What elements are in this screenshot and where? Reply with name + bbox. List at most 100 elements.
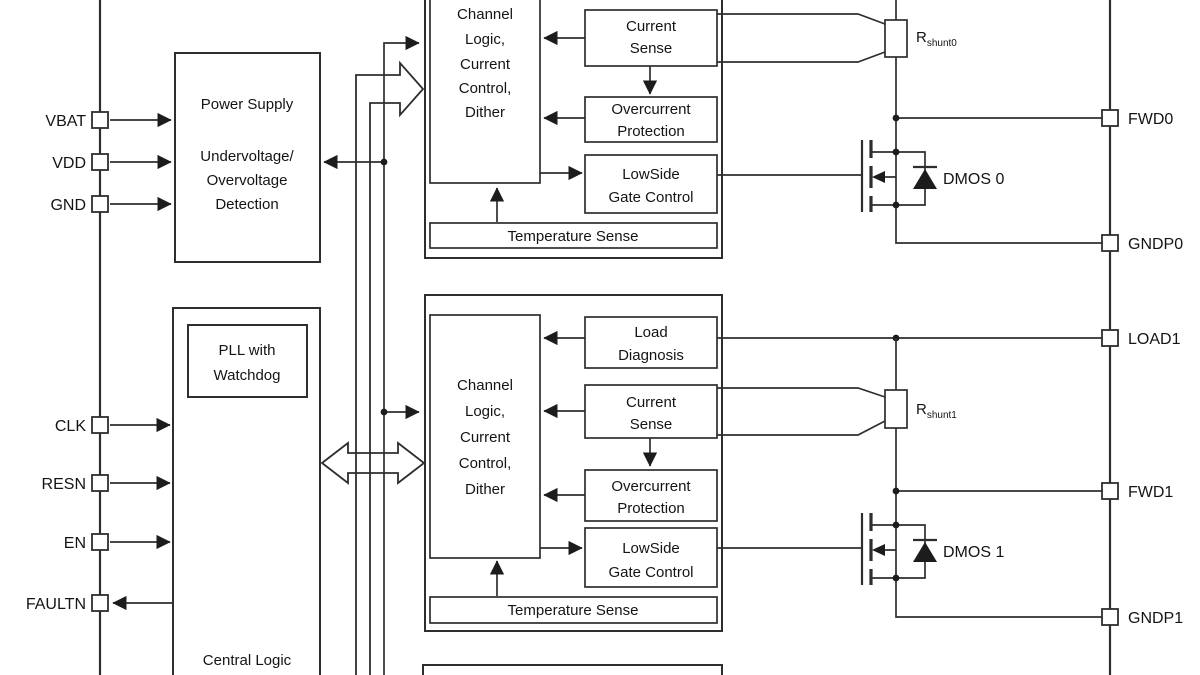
dmos0-label: DMOS 0 — [943, 171, 1004, 188]
dmos1-label: DMOS 1 — [943, 544, 1004, 561]
ch0-lowside-line1: LowSide — [622, 166, 680, 183]
fwd1-pin — [1101, 482, 1119, 500]
channel0-lowside-box — [584, 154, 718, 214]
gndp1-pin — [1101, 608, 1119, 626]
channel1-temperature-box — [429, 596, 718, 624]
channel1-current-sense-box — [584, 384, 718, 439]
fwd0-pin-label: FWD0 — [1128, 111, 1173, 128]
gnd-pin-label: GND — [50, 197, 86, 214]
rshunt1-label: Rshunt1 — [916, 401, 957, 421]
ch0-main-to-gndp0-wire — [895, 57, 1102, 244]
ch1-logic-line3: Current — [460, 429, 511, 446]
ch1-overcurrent-line2: Protection — [617, 500, 685, 517]
ch1-temperature-label: Temperature Sense — [508, 602, 639, 619]
channel1-logic-box — [429, 314, 541, 559]
pll-watchdog-box — [187, 324, 308, 398]
power-supply-label-2: Undervoltage/ — [200, 148, 294, 165]
ch0-logic-line5: Dither — [465, 104, 505, 121]
ch0-logic-line2: Logic, — [465, 31, 505, 48]
rshunt0-label: Rshunt0 — [916, 29, 957, 49]
channel0-logic-box — [429, 0, 541, 184]
ch1-sense-line-bottom — [717, 420, 886, 436]
en-pin-label: EN — [64, 535, 86, 552]
dmos1-transistor-icon — [860, 513, 937, 585]
channel0-block — [424, 0, 723, 259]
gndp1-pin-label: GNDP1 — [1128, 610, 1183, 627]
component-labels: Rshunt0 Rshunt1 DMOS 0 DMOS 1 — [916, 29, 1004, 561]
rshunt0-sub: shunt0 — [927, 38, 957, 49]
fwd1-pin-label: FWD1 — [1128, 484, 1173, 501]
power-supply-label-1: Power Supply — [201, 96, 294, 113]
ch0-overcurrent-line2: Protection — [617, 123, 685, 140]
ch0-lowside-line2: Gate Control — [608, 189, 693, 206]
signal-wire-to-channel0 — [383, 35, 420, 675]
dmos1-diode-triangle — [913, 542, 937, 562]
gndp0-pin — [1101, 234, 1119, 252]
channel1-lowside-box — [584, 527, 718, 588]
power-supply-label-4: Detection — [215, 196, 278, 213]
ch0-logic-line3: Current — [460, 56, 511, 73]
ch0-current-sense-line2: Sense — [630, 40, 673, 57]
ch0-current-sense-line1: Current — [626, 18, 677, 35]
resn-pin — [91, 474, 109, 492]
junction-dot — [380, 408, 388, 416]
ch0-sense-line-bottom — [717, 51, 886, 63]
clk-pin — [91, 416, 109, 434]
vdd-pin-label: VDD — [52, 155, 86, 172]
ch0-sense-line-top — [717, 13, 886, 25]
pll-label-1: PLL with — [219, 342, 276, 359]
faultn-pin — [91, 594, 109, 612]
dmos1-body-arrow — [872, 544, 885, 556]
rshunt1-base: R — [916, 401, 927, 418]
vdd-pin — [91, 153, 109, 171]
output-stage-0 — [717, 0, 1102, 244]
ch0-logic-line4: Control, — [459, 80, 512, 97]
load1-pin-label: LOAD1 — [1128, 331, 1181, 348]
output-stage-1 — [717, 334, 1102, 618]
gndp0-pin-label: GNDP0 — [1128, 236, 1183, 253]
channel0-temperature-box — [429, 222, 718, 249]
ch1-current-sense-line1: Current — [626, 394, 677, 411]
rshunt0-base: R — [916, 29, 927, 46]
hollow-bus-bidirectional-arrow — [320, 441, 426, 485]
ch1-main-to-gndp1-wire — [895, 428, 1102, 618]
vbat-pin — [91, 111, 109, 129]
pin-labels: VBAT VDD GND CLK RESN EN FAULTN FWD0 GND… — [26, 111, 1183, 627]
junction-dot — [892, 148, 900, 156]
ch0-overcurrent-line1: Overcurrent — [611, 101, 691, 118]
junction-dot — [892, 574, 900, 582]
ch1-overcurrent-line1: Overcurrent — [611, 478, 691, 495]
vbat-pin-label: VBAT — [45, 113, 86, 130]
ch1-load-diagnosis-line1: Load — [634, 324, 667, 341]
ch1-lowside-line1: LowSide — [622, 540, 680, 557]
ch1-lowside-line2: Gate Control — [608, 564, 693, 581]
rshunt0-resistor — [884, 19, 908, 58]
junction-dot — [892, 114, 900, 122]
resn-pin-label: RESN — [42, 476, 86, 493]
ch1-logic-line1: Channel — [457, 377, 513, 394]
central-bus — [320, 35, 426, 675]
hollow-bus-channel0-arrow — [355, 60, 425, 675]
channel2-outer-box — [422, 664, 723, 675]
ch1-logic-line5: Dither — [465, 481, 505, 498]
pin-squares — [91, 109, 1119, 626]
fwd0-pin — [1101, 109, 1119, 127]
junction-dot — [380, 158, 388, 166]
power-supply-box — [174, 52, 321, 263]
ch0-temperature-label: Temperature Sense — [508, 228, 639, 245]
rshunt1-resistor — [884, 389, 908, 429]
ch1-current-sense-line2: Sense — [630, 416, 673, 433]
channel1-load-diagnosis-box — [584, 316, 718, 369]
ch0-logic-line1: Channel — [457, 6, 513, 23]
junction-dot — [892, 521, 900, 529]
junction-dot — [892, 487, 900, 495]
faultn-pin-label: FAULTN — [26, 596, 86, 613]
ch1-sense-line-top — [717, 387, 886, 398]
ch1-load-diagnosis-line2: Diagnosis — [618, 347, 684, 364]
ch1-logic-line2: Logic, — [465, 403, 505, 420]
central-logic-label: Central Logic — [203, 652, 292, 669]
left-pin-wires — [110, 112, 173, 611]
power-supply-label-3: Overvoltage — [207, 172, 288, 189]
